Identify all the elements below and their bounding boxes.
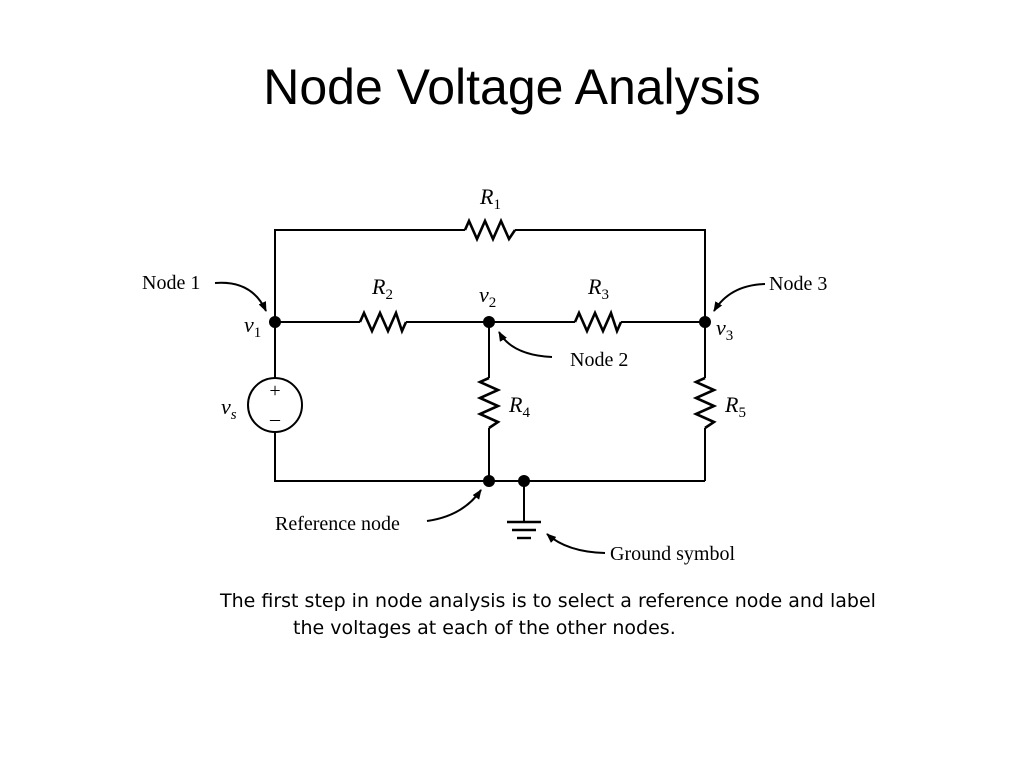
voltage-source [247, 377, 303, 433]
node-1-dot [269, 316, 281, 328]
resistor-r5 [692, 376, 718, 430]
v3-label: v3 [716, 315, 733, 344]
resistor-r1 [463, 217, 517, 243]
resistor-r2 [358, 309, 408, 335]
vs-label: vs [221, 394, 237, 423]
r3-label: R3 [587, 274, 609, 303]
page-title: Node Voltage Analysis [263, 59, 761, 115]
reference-node-label: Reference node [275, 513, 400, 535]
r1-label: R1 [479, 184, 501, 213]
v2-label: v2 [479, 282, 496, 311]
r4-label: R4 [508, 392, 530, 421]
caption: The first step in node analysis is to se… [220, 588, 940, 642]
ground-node-dot [518, 475, 530, 487]
v1-label: v1 [244, 312, 261, 341]
node-2-dot [483, 316, 495, 328]
r2-label: R2 [371, 274, 393, 303]
node-3-label: Node 3 [769, 273, 827, 295]
reference-node-dot [483, 475, 495, 487]
node-1-label: Node 1 [142, 272, 200, 294]
node-2-label: Node 2 [570, 349, 628, 371]
annotation-arrows [214, 281, 766, 554]
ground-symbol-label: Ground symbol [610, 543, 735, 565]
caption-line-1: The first step in node analysis is to se… [220, 590, 876, 612]
resistor-r4 [476, 376, 502, 430]
r5-label: R5 [724, 392, 746, 421]
node-3-dot [699, 316, 711, 328]
source-plus: + [269, 380, 280, 402]
caption-line-2: the voltages at each of the other nodes. [293, 617, 676, 639]
resistor-r3 [573, 309, 623, 335]
ground-icon [507, 520, 541, 540]
wires [274, 229, 706, 522]
source-minus: – [269, 408, 281, 430]
